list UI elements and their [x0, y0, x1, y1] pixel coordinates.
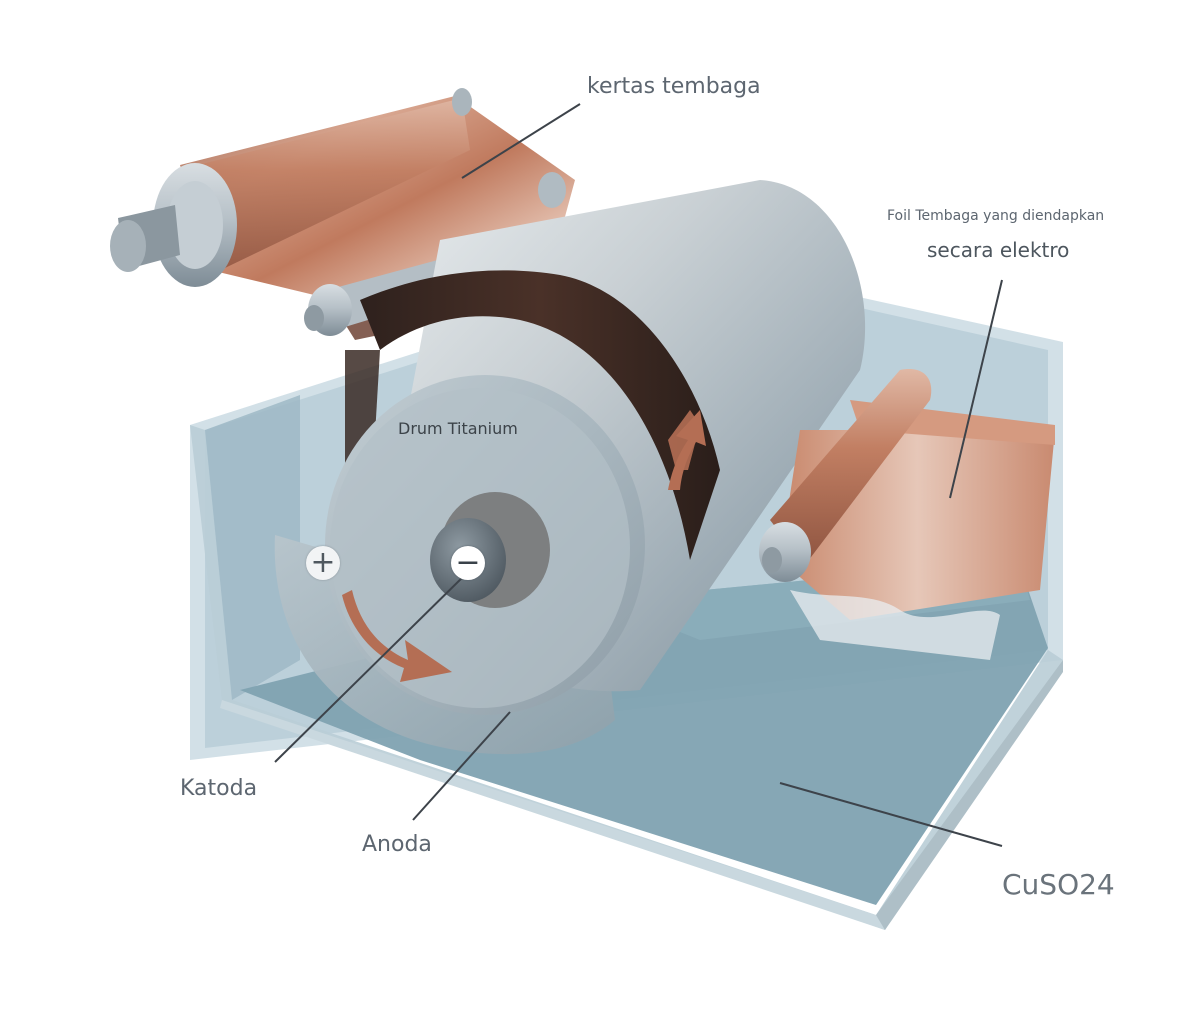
label-foil-line2: secara elektro [927, 238, 1070, 262]
label-cathode: Katoda [180, 776, 258, 801]
rotation-arrow-anode [342, 590, 452, 682]
leader-lines [274, 103, 1003, 847]
deposited-foil-roller [759, 369, 1055, 660]
leader-line-electrolyte [779, 782, 1003, 847]
label-foil-line1: Foil Tembaga yang diendapkan [887, 208, 1105, 224]
leader-line-cathode [274, 569, 471, 763]
label-electrolyte: CuSO24 [1002, 868, 1115, 901]
label-copper-paper: kertas tembaga [587, 74, 761, 99]
leader-line-anode [412, 711, 511, 821]
rotation-arrow-drum [668, 410, 706, 490]
leader-line-foil [949, 279, 1003, 499]
minus-terminal-icon: − [451, 546, 485, 580]
label-anode: Anoda [362, 832, 432, 857]
plus-terminal-icon: + [306, 546, 340, 580]
label-drum-titanium: Drum Titanium [398, 419, 518, 438]
leader-line-copper-paper [461, 103, 581, 179]
